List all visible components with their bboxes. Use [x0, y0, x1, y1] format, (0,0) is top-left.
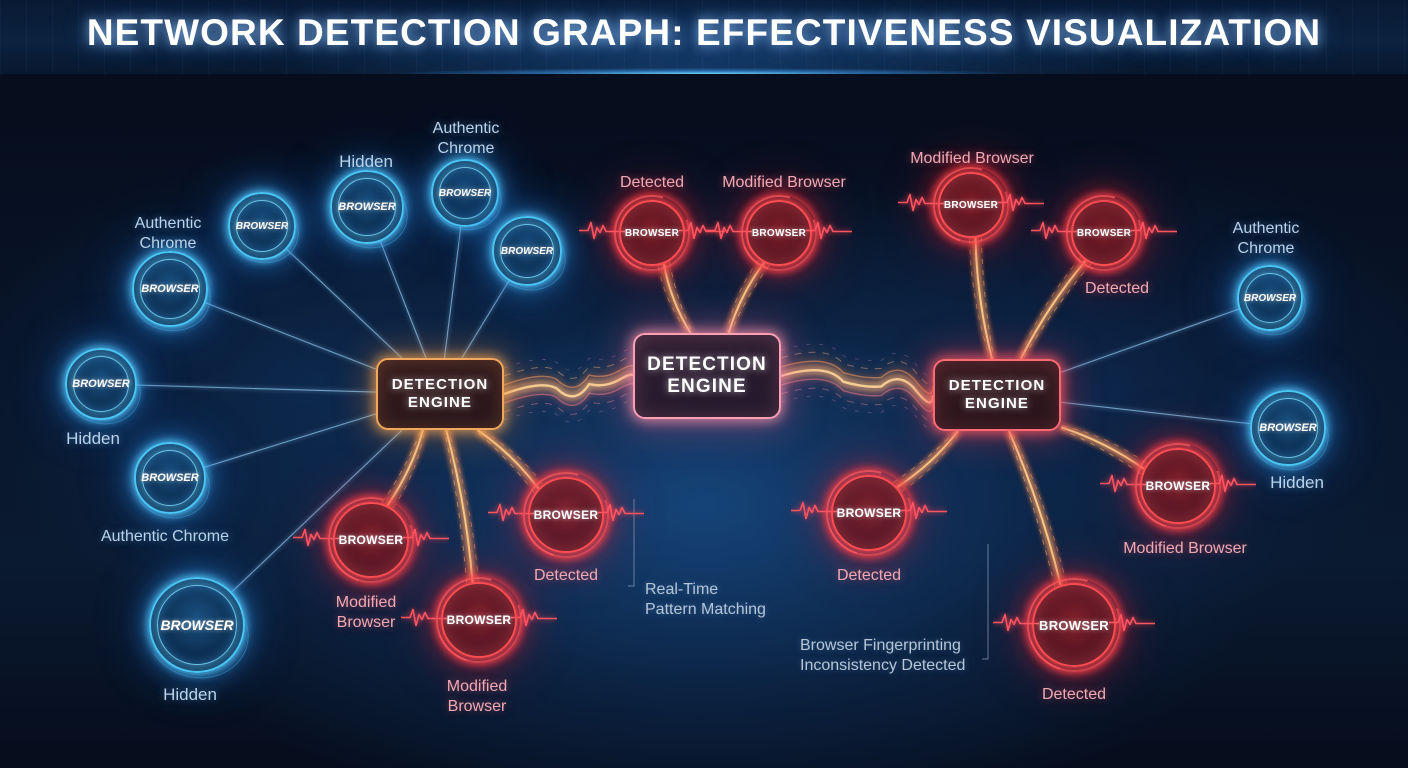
node-caption: BROWSER [500, 245, 554, 257]
edge-energy-beam [381, 429, 426, 509]
title-underline-glow [0, 68, 1408, 74]
node-caption: BROWSER [836, 506, 902, 520]
browser-node-modified[interactable]: BROWSER [791, 475, 947, 551]
browser-node-authentic[interactable]: BROWSER [1237, 265, 1303, 331]
node-caption: BROWSER [943, 199, 999, 211]
browser-node-authentic[interactable]: BROWSER [1250, 390, 1326, 466]
node-caption: BROWSER [1243, 292, 1297, 304]
browser-node-authentic[interactable]: BROWSER [492, 216, 562, 286]
browser-node-authentic[interactable]: BROWSER [132, 251, 208, 327]
node-caption: BROWSER [1039, 617, 1109, 633]
browser-node-authentic[interactable]: BROWSER [431, 159, 499, 227]
browser-node-authentic[interactable]: BROWSER [134, 442, 206, 514]
node-caption: BROWSER [751, 227, 807, 239]
engine-beams-layer [502, 343, 989, 660]
browser-node-modified[interactable]: BROWSER [401, 582, 557, 658]
annotation-bracket [982, 544, 989, 660]
node-caption: BROWSER [533, 508, 599, 522]
edge-energy-beam [657, 261, 694, 335]
node-caption: BROWSER [624, 227, 680, 239]
browser-node-modified[interactable]: BROWSER [705, 200, 853, 266]
browser-node-modified[interactable]: BROWSER [578, 200, 726, 266]
edge-energy-beam [725, 259, 770, 334]
edge-blue [136, 384, 377, 393]
edge-energy-beam [969, 236, 995, 360]
edge-energy-beam [443, 429, 479, 584]
engine-link-beam [502, 348, 638, 423]
detection-engine-node[interactable]: DETECTION ENGINE [933, 359, 1061, 431]
engine-link-beam [779, 343, 938, 429]
title-bar: NETWORK DETECTION GRAPH: EFFECTIVENESS V… [0, 0, 1408, 74]
node-caption: BROWSER [1145, 479, 1211, 493]
browser-node-authentic[interactable]: BROWSER [65, 348, 137, 420]
edge-blue [443, 226, 462, 359]
network-graph-canvas: BROWSER BROWSER BROWSER BROWSER BROWSER BROWS… [0, 74, 1408, 768]
edge-energy-beam [1018, 256, 1092, 361]
graph-edges-layer [136, 226, 1251, 593]
edge-blue [379, 241, 427, 359]
node-caption: BROWSER [338, 201, 396, 213]
detection-engine-node[interactable]: DETECTION ENGINE [376, 358, 504, 430]
detection-engine-node[interactable]: DETECTION ENGINE [633, 333, 781, 419]
edge-energy-beam [475, 427, 544, 494]
node-caption: BROWSER [446, 613, 512, 627]
browser-node-modified[interactable]: BROWSER [1100, 448, 1256, 524]
node-caption: BROWSER [438, 187, 492, 199]
browser-node-modified[interactable]: BROWSER [293, 502, 449, 578]
edge-energy-beam [1006, 429, 1067, 588]
node-caption: BROWSER [338, 533, 404, 547]
title-grid-pattern [0, 0, 1408, 74]
browser-node-modified[interactable]: BROWSER [1030, 200, 1178, 266]
edge-energy-beam [892, 429, 961, 493]
browser-node-modified[interactable]: BROWSER [488, 477, 644, 553]
page-title: NETWORK DETECTION GRAPH: EFFECTIVENESS V… [86, 12, 1322, 53]
edge-blue [286, 248, 403, 359]
node-caption: BROWSER [1076, 227, 1132, 239]
edge-blue [1060, 401, 1251, 425]
edge-blue [1060, 308, 1240, 373]
node-caption: BROWSER [141, 472, 199, 484]
node-caption: BROWSER [141, 283, 199, 295]
annotation-bracket [628, 499, 635, 587]
edge-blue [231, 429, 403, 593]
edge-energy-beam [1060, 424, 1147, 475]
browser-node-authentic[interactable]: BROWSER [330, 170, 404, 244]
browser-node-authentic[interactable]: BROWSER [228, 192, 296, 260]
node-caption: BROWSER [235, 220, 289, 232]
browser-node-authentic[interactable]: BROWSER [149, 577, 245, 673]
edge-blue [204, 413, 377, 468]
node-caption: BROWSER [72, 378, 130, 390]
node-caption: BROWSER [1259, 422, 1317, 434]
node-caption: BROWSER [160, 617, 234, 633]
edge-blue [205, 302, 377, 370]
browser-node-modified[interactable]: BROWSER [897, 172, 1045, 238]
edge-blue [461, 280, 510, 359]
browser-node-modified[interactable]: BROWSER [992, 583, 1156, 667]
